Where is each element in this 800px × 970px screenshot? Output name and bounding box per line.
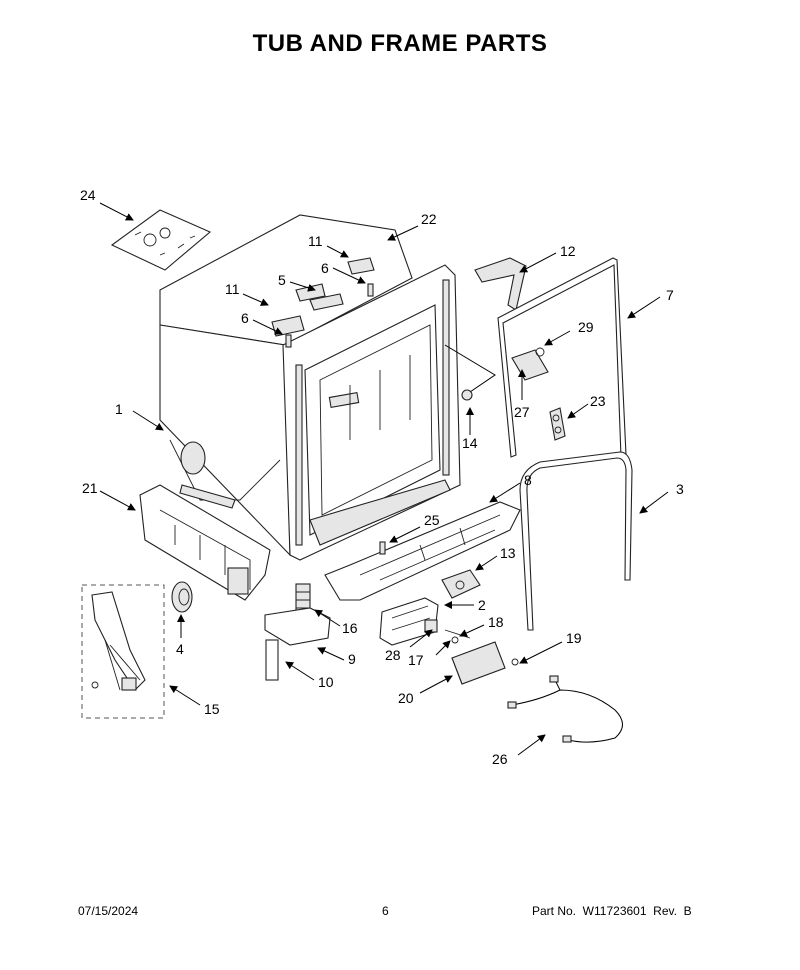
front-base-frame <box>139 484 271 601</box>
callout-29: 29 <box>578 319 594 335</box>
callout-22: 22 <box>421 211 437 227</box>
callout-6b: 6 <box>241 310 249 326</box>
callout-13: 13 <box>500 545 516 561</box>
callout-9: 9 <box>348 651 356 667</box>
callout-18: 18 <box>488 614 504 630</box>
motor-cap <box>171 581 193 613</box>
callout-5: 5 <box>278 272 286 288</box>
latch-clip <box>549 407 566 441</box>
callout-23: 23 <box>590 393 606 409</box>
page-title: TUB AND FRAME PARTS <box>252 30 548 57</box>
callout-3: 3 <box>676 481 684 497</box>
callout-11a: 11 <box>308 233 323 249</box>
callout-14: 14 <box>462 435 478 451</box>
callout-1: 1 <box>115 401 123 417</box>
callout-4: 4 <box>176 641 184 657</box>
pump-sump-assembly <box>264 583 331 681</box>
leader-lines <box>99 202 669 756</box>
footer-date: 07/15/2024 <box>78 904 139 918</box>
door-top-rail <box>474 257 527 311</box>
callout-20: 20 <box>398 690 414 706</box>
callout-8: 8 <box>524 472 532 488</box>
plug <box>444 344 496 401</box>
callout-25: 25 <box>424 512 440 528</box>
screw <box>379 541 386 555</box>
callout-15: 15 <box>204 701 220 717</box>
callout-10: 10 <box>318 674 334 690</box>
side-gasket <box>519 451 633 631</box>
hardware-kit <box>110 209 212 271</box>
callout-labels: 1 2 3 4 5 6 6 7 8 9 10 11 11 12 13 14 15… <box>80 187 684 767</box>
callout-6a: 6 <box>321 260 329 276</box>
bottom-frame-rail <box>324 501 521 601</box>
callout-11b: 11 <box>225 281 240 297</box>
tub-front-frame <box>282 264 461 561</box>
support-bracket <box>441 569 481 599</box>
footer-page-number: 6 <box>382 904 389 918</box>
callout-28: 28 <box>385 647 401 663</box>
callout-2: 2 <box>478 597 486 613</box>
callout-7: 7 <box>666 287 674 303</box>
callout-24: 24 <box>80 187 96 203</box>
door-gasket <box>497 257 627 458</box>
callout-16: 16 <box>342 620 358 636</box>
callout-17: 17 <box>408 652 424 668</box>
tub-outer-shell <box>159 214 413 557</box>
callout-26: 26 <box>492 751 508 767</box>
callout-12: 12 <box>560 243 576 259</box>
wire-harness <box>507 675 623 743</box>
callout-27: 27 <box>514 404 530 420</box>
callout-19: 19 <box>566 630 582 646</box>
electronic-control-box <box>451 641 519 685</box>
callout-21: 21 <box>82 480 98 496</box>
wiring-box-assembly <box>81 584 165 719</box>
hinge-bracket <box>511 347 549 381</box>
footer-part-number: Part No. W11723601 Rev. B <box>532 904 692 918</box>
